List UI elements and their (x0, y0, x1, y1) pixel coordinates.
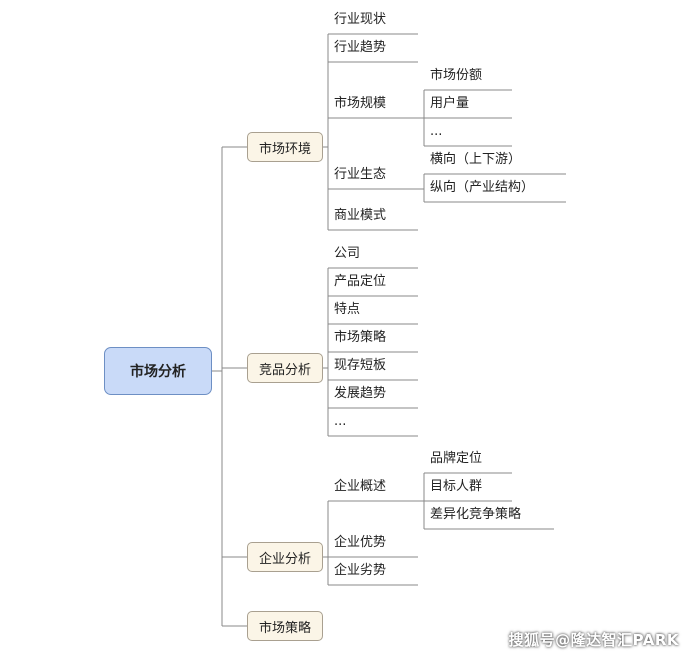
branch-3-item-1-sub-2[interactable]: 目标人群 (430, 479, 483, 494)
branch-2-item-5[interactable]: 现存短板 (334, 358, 387, 373)
branch-node-3[interactable]: 企业分析 (247, 542, 323, 572)
branch-1-item-3[interactable]: 市场规模 (334, 96, 387, 111)
branch-3-item-1-sub-1[interactable]: 品牌定位 (430, 451, 483, 466)
branch-2-item-4[interactable]: 市场策略 (334, 330, 387, 345)
branch-node-4[interactable]: 市场策略 (247, 611, 323, 641)
branch-1-item-4-sub-2[interactable]: 纵向（产业结构） (430, 180, 535, 195)
branch-3-item-1[interactable]: 企业概述 (334, 479, 387, 494)
branch-1-item-2[interactable]: 行业趋势 (334, 40, 387, 55)
branch-2-item-6[interactable]: 发展趋势 (334, 386, 387, 401)
branch-3-item-1-sub-3[interactable]: 差异化竞争策略 (430, 507, 522, 522)
branch-2-item-2[interactable]: 产品定位 (334, 274, 387, 289)
branch-3-item-2[interactable]: 企业优势 (334, 535, 387, 550)
branch-1-item-4-sub-1[interactable]: 横向（上下游） (430, 152, 522, 167)
branch-2-item-1[interactable]: 公司 (334, 246, 361, 261)
branch-1-item-4[interactable]: 行业生态 (334, 167, 387, 182)
branch-1-item-3-sub-3[interactable]: ... (430, 124, 443, 139)
branch-2-item-7[interactable]: ... (334, 414, 347, 429)
branch-2-item-3[interactable]: 特点 (334, 302, 361, 317)
branch-1-item-5[interactable]: 商业模式 (334, 208, 387, 223)
root-node[interactable]: 市场分析 (104, 347, 212, 395)
branch-node-1[interactable]: 市场环境 (247, 132, 323, 162)
branch-3-item-3[interactable]: 企业劣势 (334, 563, 387, 578)
branch-node-2[interactable]: 竞品分析 (247, 353, 323, 383)
watermark: 搜狐号@隆达智汇PARK (508, 631, 679, 649)
branch-1-item-1[interactable]: 行业现状 (334, 12, 387, 27)
branch-1-item-3-sub-1[interactable]: 市场份额 (430, 68, 483, 83)
branch-1-item-3-sub-2[interactable]: 用户量 (430, 96, 470, 111)
